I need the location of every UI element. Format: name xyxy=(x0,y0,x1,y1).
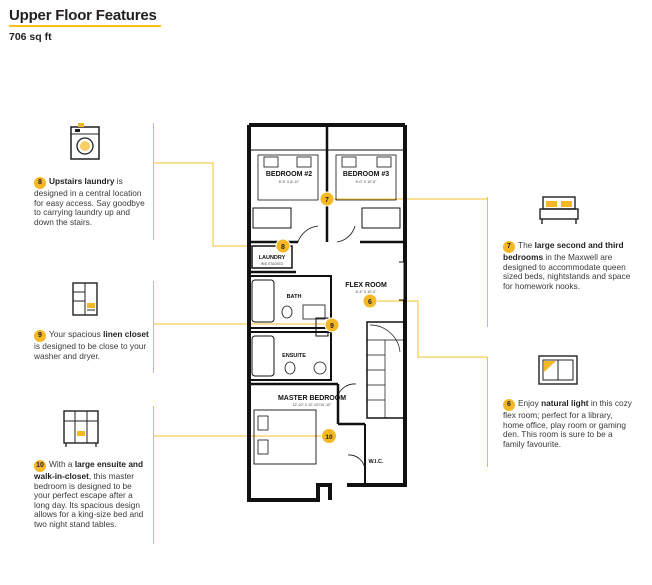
feature-number-badge: 10 xyxy=(34,460,46,472)
room-laundry-label: LAUNDRY xyxy=(259,255,286,261)
feature-number-badge: 8 xyxy=(34,177,46,189)
plan-marker-7: 7 xyxy=(319,191,335,207)
plan-marker-6: 6 xyxy=(362,293,378,309)
wardrobe-icon xyxy=(63,410,99,447)
room-ensuite-label: ENSUITE xyxy=(282,353,306,359)
feature-number-badge: 9 xyxy=(34,330,46,342)
window-icon xyxy=(538,355,578,385)
feature-highlight: natural light xyxy=(541,398,589,408)
plan-marker-9-number: 9 xyxy=(330,323,334,330)
room-master-dims: 12'-10" X 12'-10"/10'-10" xyxy=(293,403,333,407)
feature-highlight: linen closet xyxy=(103,329,149,339)
feature-description: is designed to be close to your washer a… xyxy=(34,341,147,361)
room-bedroom2-label: BEDROOM #2 xyxy=(266,171,312,178)
feature-divider-left-2 xyxy=(153,281,154,373)
feature-highlight: Upstairs laundry xyxy=(49,176,115,186)
feature-number-badge: 7 xyxy=(503,241,515,253)
feature-highlight: large ensuite and walk-in-closet xyxy=(34,459,144,481)
room-bedroom3-label: BEDROOM #3 xyxy=(343,171,389,178)
room-flex-dims: 8'-4" X 10'-0" xyxy=(356,290,377,294)
feature-highlight: large second and third bedrooms xyxy=(503,240,624,262)
floor-plan: BEDROOM #2 8'-5" X 8'-11" BEDROOM #3 8'-… xyxy=(247,123,407,502)
feature-description: in this cozy flex room; perfect for a li… xyxy=(503,398,632,449)
feature-divider-right-1 xyxy=(487,197,488,327)
feature-divider-left-1 xyxy=(153,123,154,240)
floor-area: 706 sq ft xyxy=(9,31,52,43)
plan-marker-10: 10 xyxy=(321,428,337,444)
room-flex-label: FLEX ROOM xyxy=(345,282,387,289)
feature-description: is designed in a central location for ea… xyxy=(34,176,145,227)
feature-description-lead: With a xyxy=(49,459,75,469)
feature-number-badge: 6 xyxy=(503,399,515,411)
plan-marker-6-number: 6 xyxy=(368,299,372,306)
feature-description-lead: Enjoy xyxy=(518,398,542,408)
room-laundry-dims: W/D STACKED xyxy=(261,262,284,266)
washer-icon xyxy=(70,123,100,160)
feature-description-lead: Your spacious xyxy=(49,329,104,339)
room-bedroom3-dims: 8'-0" X 10'-5" xyxy=(356,180,377,184)
room-wic-label: W.I.C. xyxy=(369,459,384,465)
feature-divider-left-3 xyxy=(153,406,154,544)
bed-icon xyxy=(539,196,579,224)
plan-marker-10-number: 10 xyxy=(325,434,333,441)
feature-description: in the Maxwell are designed to accommoda… xyxy=(503,252,631,291)
room-master-label: MASTER BEDROOM xyxy=(278,395,346,402)
room-bath-label: BATH xyxy=(287,294,302,300)
page-title: Upper Floor Features xyxy=(9,7,157,24)
plan-marker-7-number: 7 xyxy=(325,197,329,204)
plan-marker-8: 8 xyxy=(275,238,291,254)
feature-description-lead: The xyxy=(518,240,535,250)
title-underline xyxy=(9,25,161,27)
linen-closet-icon xyxy=(72,282,98,316)
room-bedroom2-dims: 8'-5" X 8'-11" xyxy=(279,180,300,184)
feature-divider-right-2 xyxy=(487,357,488,467)
plan-marker-8-number: 8 xyxy=(281,244,285,251)
feature-description: , this master bedroom is designed to be … xyxy=(34,471,144,529)
plan-marker-9: 9 xyxy=(324,317,340,333)
